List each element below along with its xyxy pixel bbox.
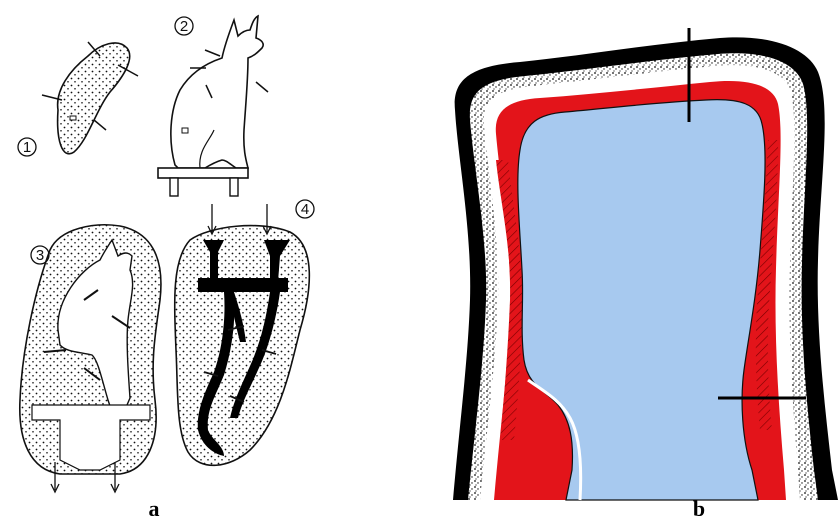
panel-b-label: b — [693, 496, 705, 521]
step-4-filled-mould — [175, 204, 310, 465]
panel-b: b — [453, 28, 838, 521]
step-1-number: 1 — [18, 138, 36, 156]
chaplet-pin — [205, 50, 220, 56]
step-2-number: 2 — [175, 17, 193, 35]
svg-text:4: 4 — [301, 201, 309, 218]
svg-text:3: 3 — [36, 247, 44, 264]
svg-text:2: 2 — [180, 18, 188, 35]
step-3-mould — [20, 225, 161, 492]
step-3-number: 3 — [31, 246, 49, 264]
panel-a-label: a — [149, 496, 160, 521]
svg-text:1: 1 — [23, 139, 31, 156]
step-1-wax-model — [42, 42, 138, 154]
panel-a: 1 2 — [18, 16, 314, 521]
step-4-number: 4 — [296, 200, 314, 218]
chaplet-pin — [256, 82, 268, 92]
step-2-cat-model — [158, 16, 268, 196]
chaplet-pin — [94, 120, 106, 130]
